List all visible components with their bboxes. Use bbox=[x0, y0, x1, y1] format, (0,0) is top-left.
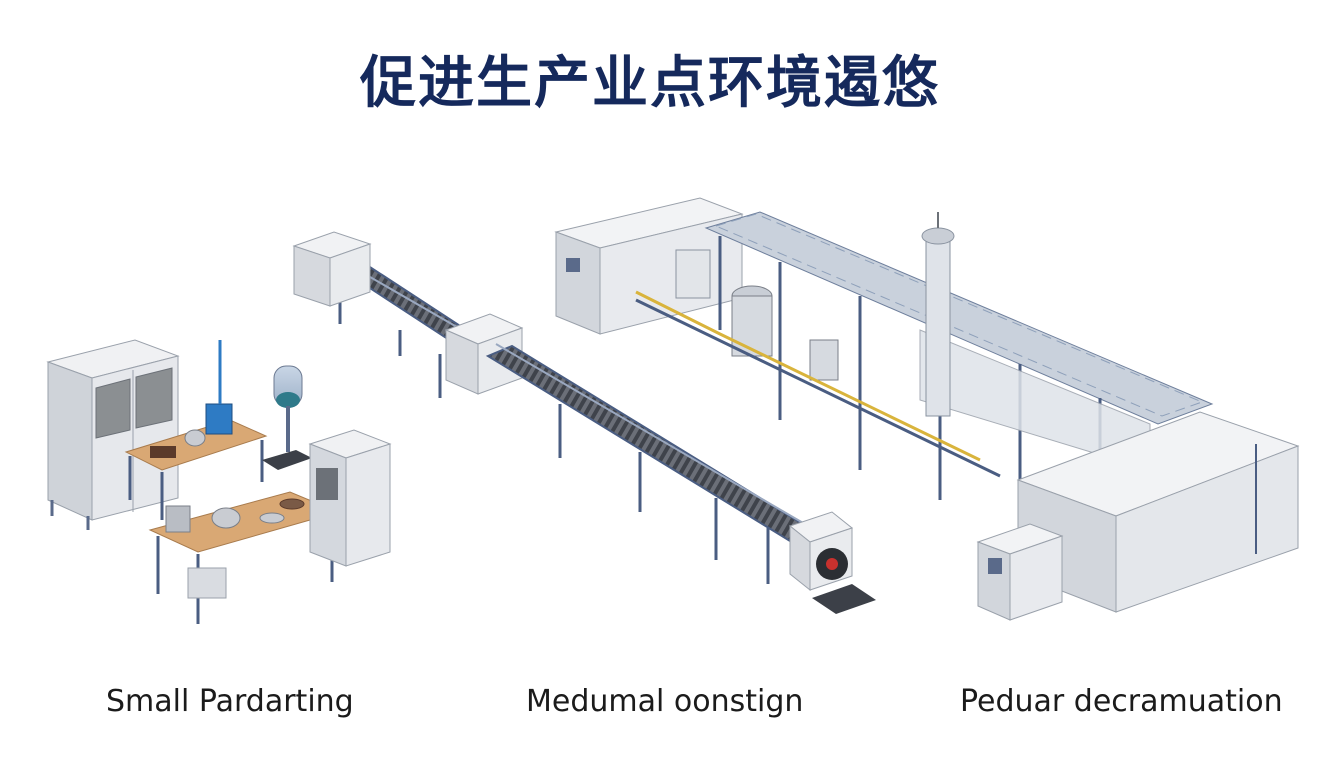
storage-cabinet bbox=[46, 339, 180, 530]
medium-setup bbox=[292, 231, 876, 614]
page-title: 促进生产业点环境遏悠 bbox=[360, 51, 940, 116]
label-small-scale: Small Pardarting bbox=[106, 684, 354, 719]
work-table bbox=[148, 491, 340, 624]
large-setup bbox=[554, 197, 1300, 621]
label-medium-scale: Medumal oonstign bbox=[526, 684, 804, 719]
dispenser bbox=[262, 365, 312, 470]
oven-unit bbox=[308, 429, 392, 567]
label-large-scale: Peduar decramuation bbox=[960, 684, 1283, 719]
lab-table bbox=[124, 340, 268, 520]
silo-tower bbox=[921, 212, 955, 417]
small-setup bbox=[46, 339, 392, 624]
